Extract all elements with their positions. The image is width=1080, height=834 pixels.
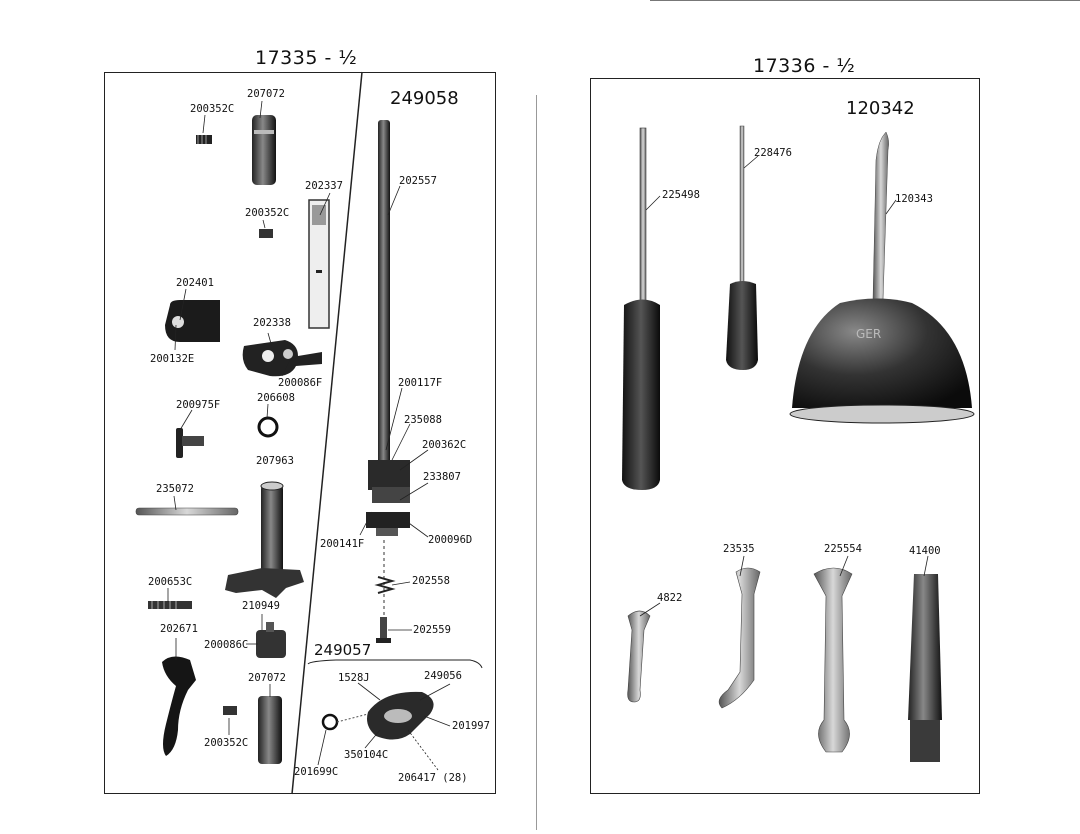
part-label: 200362C [422, 439, 467, 451]
part-label: 350104C [344, 749, 389, 761]
part-label: 202401 [176, 277, 214, 289]
assembly-dashed-link [336, 713, 369, 723]
part-label: 206608 [257, 392, 295, 404]
page-gutter-line [536, 95, 537, 830]
small-screw-200352c-top [196, 135, 212, 144]
tool-label: 4822 [657, 592, 683, 604]
tool-label: 225498 [662, 189, 700, 201]
part-label: 202559 [413, 624, 451, 636]
part-label: 207072 [248, 672, 286, 684]
spring-202558 [374, 576, 396, 594]
part-label: 200086C [204, 639, 249, 651]
part-label: 1528J [338, 672, 370, 684]
part-label: 200653C [148, 576, 193, 588]
part-label: 207072 [247, 88, 285, 100]
part-label: 207963 [256, 455, 294, 467]
column-divider [291, 71, 363, 795]
tool-label: 41400 [909, 545, 941, 557]
tool-label: 23535 [723, 543, 755, 555]
part-label: 249056 [424, 670, 462, 682]
screwdriver-228476 [726, 125, 758, 370]
reamer-41400 [908, 574, 942, 762]
tool-label: 120343 [895, 193, 933, 205]
small-screw-200352c-mid [259, 229, 273, 238]
part-label: 200352C [204, 737, 249, 749]
wrench-225554 [813, 567, 853, 753]
top-edge-line [650, 0, 1080, 1]
small-screw-200352c-bottom [223, 706, 237, 715]
leader-lines-left [167, 100, 451, 771]
part-label: 202558 [412, 575, 450, 587]
right-tools-panel [590, 78, 980, 794]
part-label: 200975F [176, 399, 221, 411]
lever-207963 [225, 481, 304, 598]
wrench-4822 [627, 610, 651, 703]
part-label: 202338 [253, 317, 291, 329]
part-label: 200096D [428, 534, 473, 546]
cam-plate-202401 [165, 300, 220, 342]
leader-lines-right [639, 155, 929, 617]
svg-text:GER: GER [856, 327, 881, 341]
sleeve-207072-bottom [258, 696, 282, 764]
part-label: 200352C [245, 207, 290, 219]
left-page-title: 17335 - ½ [255, 47, 358, 69]
part-label: 200141F [320, 538, 365, 550]
part-label: 201699C [294, 766, 339, 778]
link-202338 [242, 340, 322, 377]
part-label: 206417 (28) [398, 772, 468, 784]
shaft-202557 [366, 120, 410, 536]
part-label: 200086F [278, 377, 323, 389]
clamp-249056 [367, 691, 434, 740]
plunger-202337 [308, 199, 330, 329]
wrench-23535 [718, 567, 761, 709]
washer-1528j [321, 713, 339, 731]
part-label: 201997 [452, 720, 490, 732]
bolt-200975f [176, 428, 204, 458]
part-label: 202557 [399, 175, 437, 187]
part-label: 235088 [404, 414, 442, 426]
ring-206608 [257, 416, 279, 438]
stud-210949 [256, 622, 286, 658]
right-page-title: 17336 - ½ [753, 55, 856, 77]
subgroup-title: 249057 [314, 641, 372, 659]
left-column-title: 249058 [390, 88, 459, 109]
oiler-title: 120342 [846, 98, 915, 119]
rod-235072 [135, 507, 239, 516]
part-label: 233807 [423, 471, 461, 483]
handle-lever-202671 [162, 656, 196, 756]
part-label: 210949 [242, 600, 280, 612]
part-label: 235072 [156, 483, 194, 495]
part-label: 200117F [398, 377, 443, 389]
bracket-249057 [307, 659, 483, 669]
part-label: 200132E [150, 353, 195, 365]
oil-can-120342: GER [789, 131, 975, 424]
tool-label: 228476 [754, 147, 792, 159]
screwdriver-225498 [622, 127, 660, 490]
part-label: 202337 [305, 180, 343, 192]
tool-label: 225554 [824, 543, 862, 555]
part-label: 202671 [160, 623, 198, 635]
left-parts-panel [104, 72, 496, 794]
part-label: 200352C [190, 103, 235, 115]
sleeve-207072-top [252, 115, 276, 185]
screw-200653c [148, 601, 192, 609]
pin-202559 [376, 617, 391, 643]
